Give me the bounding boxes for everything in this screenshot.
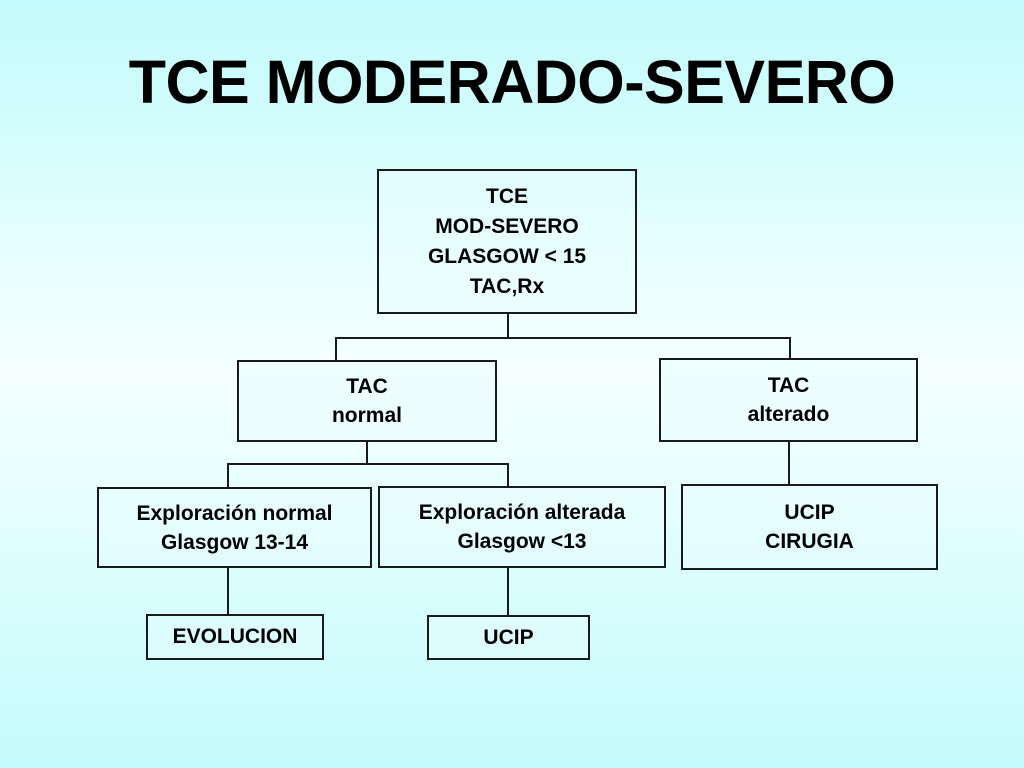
page-title: TCE MODERADO-SEVERO [128, 48, 896, 116]
connector-tac-normal-to-split [366, 442, 368, 464]
node-tac-normal-line-1: TAC [346, 375, 388, 398]
connector-split-bar-level2 [227, 463, 509, 465]
node-exploracion-alterada[interactable]: Exploración alterada Glasgow <13 [378, 486, 666, 568]
node-tac-normal[interactable]: TAC normal [237, 360, 497, 442]
node-evolucion[interactable]: EVOLUCION [146, 614, 324, 660]
connector-root-to-split [507, 314, 509, 338]
node-tac-alterado[interactable]: TAC alterado [659, 358, 918, 442]
connector-split-to-expl-normal [227, 463, 229, 487]
node-expl-normal-line-2: Glasgow 13-14 [160, 530, 309, 554]
node-ucip-cirugia-line-2: CIRUGIA [765, 530, 854, 553]
connector-expl-normal-to-evolucion [227, 568, 229, 614]
node-evolucion-line-1: EVOLUCION [172, 625, 298, 648]
node-expl-alterada-line-1: Exploración alterada [418, 501, 626, 524]
node-exploracion-normal[interactable]: Exploración normal Glasgow 13-14 [97, 487, 372, 568]
connector-tac-alterado-to-ucip-cirugia [788, 442, 790, 484]
node-root-line-3: GLASGOW < 15 [427, 244, 587, 268]
node-root-line-2: MOD-SEVERO [435, 214, 579, 238]
connector-split-bar-level1 [335, 337, 791, 339]
node-ucip-cirugia-line-1: UCIP [784, 501, 835, 524]
node-tac-alterado-line-1: TAC [767, 374, 810, 397]
node-ucip-cirugia[interactable]: UCIP CIRUGIA [681, 484, 938, 570]
connector-split-to-tac-alterado [789, 337, 791, 358]
node-ucip[interactable]: UCIP [427, 615, 590, 660]
node-tac-normal-line-2: normal [331, 404, 402, 427]
connector-split-to-expl-alterada [507, 463, 509, 486]
node-ucip-line-1: UCIP [483, 625, 534, 649]
node-tce-mod-severo[interactable]: TCE MOD-SEVERO GLASGOW < 15 TAC,Rx [377, 169, 637, 314]
connector-expl-alterada-to-ucip [507, 568, 509, 615]
node-root-line-4: TAC,Rx [469, 274, 545, 298]
node-expl-alterada-line-2: Glasgow <13 [457, 530, 587, 553]
node-root-line-1: TCE [486, 184, 528, 208]
connector-split-to-tac-normal [335, 337, 337, 360]
node-tac-alterado-line-2: alterado [747, 403, 830, 426]
node-expl-normal-line-1: Exploración normal [136, 501, 333, 525]
